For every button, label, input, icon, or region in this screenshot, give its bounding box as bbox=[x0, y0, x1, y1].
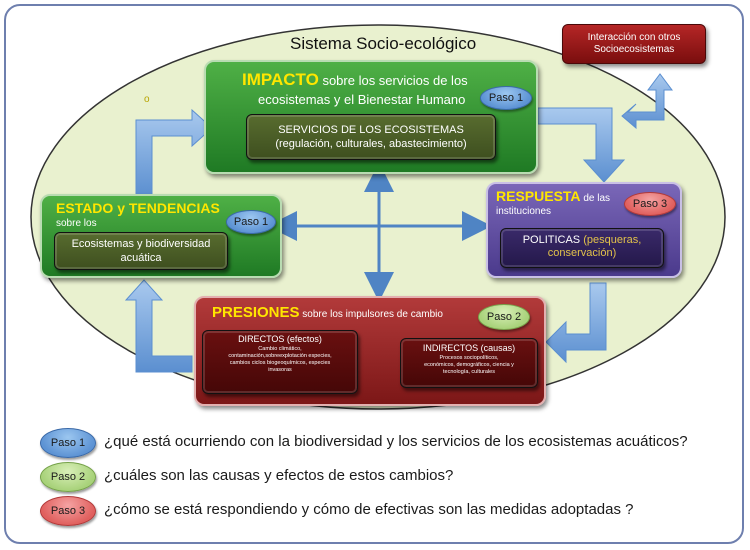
legend-badge-paso3: Paso 3 bbox=[40, 496, 96, 526]
respuesta-header: RESPUESTA de las bbox=[496, 188, 610, 204]
impacto-title: IMPACTO bbox=[242, 70, 319, 89]
impacto-header: IMPACTO sobre los servicios de los bbox=[242, 70, 468, 90]
legend-text-paso3: ¿cómo se está respondiendo y cómo de efe… bbox=[104, 501, 634, 518]
legend-text-paso2: ¿cuáles son las causas y efectos de esto… bbox=[104, 467, 454, 484]
respuesta-inner-box: POLITICAS (pesqueras, conservación) bbox=[500, 228, 664, 268]
interaction-line1: Interacción con otros bbox=[587, 32, 681, 43]
directos-title: DIRECTOS (efectos) bbox=[238, 334, 322, 344]
interaction-line2: Socioecosistemas bbox=[593, 44, 675, 55]
respuesta-inner-row1: POLITICAS (pesqueras, bbox=[501, 234, 663, 247]
respuesta-inner-main: POLITICAS bbox=[522, 234, 581, 246]
estado-inner-box: Ecosistemas y biodiversidad acuática bbox=[54, 232, 228, 270]
estado-title: ESTADO y TENDENCIAS bbox=[56, 200, 220, 216]
estado-subtitle: sobre los bbox=[56, 218, 97, 229]
impacto-badge: Paso 1 bbox=[480, 86, 532, 110]
estado-badge: Paso 1 bbox=[226, 210, 276, 234]
estado-inner-line2: acuática bbox=[120, 252, 162, 264]
indirectos-line: económicos, demográficos, ciencia y bbox=[424, 362, 514, 368]
legend-text-paso1: ¿qué está ocurriendo con la biodiversida… bbox=[104, 433, 688, 450]
arrow-presiones-to-estado bbox=[124, 279, 193, 373]
interaction-box: Interacción con otros Socioecosistemas bbox=[562, 24, 706, 64]
impacto-inner-line1: SERVICIOS DE LOS ECOSISTEMAS bbox=[278, 124, 464, 136]
presiones-subtitle: sobre los impulsores de cambio bbox=[299, 309, 443, 320]
directos-line: Cambio climático, bbox=[258, 346, 302, 352]
indirectos-title: INDIRECTOS (causas) bbox=[422, 343, 516, 353]
respuesta-inner-paren-b: conservación) bbox=[547, 247, 617, 259]
respuesta-subtitle1: de las bbox=[580, 193, 611, 204]
respuesta-box: RESPUESTA de las instituciones Paso 3 PO… bbox=[486, 182, 682, 278]
respuesta-subtitle2: instituciones bbox=[496, 206, 552, 217]
impacto-subtitle1: sobre los servicios de los bbox=[318, 73, 468, 88]
indirectos-box: INDIRECTOS (causas) Procesos sociopolíti… bbox=[400, 338, 538, 388]
impacto-subtitle2: ecosistemas y el Bienestar Humano bbox=[258, 92, 466, 107]
presiones-badge: Paso 2 bbox=[478, 304, 530, 330]
directos-line: invasoras bbox=[268, 367, 292, 373]
indirectos-line: Procesos sociopolíticos, bbox=[439, 355, 499, 361]
indirectos-line: tecnología, culturales bbox=[443, 369, 495, 375]
legend-badge-paso2: Paso 2 bbox=[40, 462, 96, 492]
presiones-box: PRESIONES sobre los impulsores de cambio… bbox=[194, 296, 546, 406]
directos-line: cambios ciclos biogeoquímicos, especies bbox=[229, 360, 331, 366]
estado-inner-line1: Ecosistemas y biodiversidad bbox=[71, 238, 211, 250]
respuesta-inner-paren-a: (pesqueras, bbox=[580, 234, 642, 246]
system-title: Sistema Socio-ecológico bbox=[290, 34, 477, 53]
impacto-inner-box: SERVICIOS DE LOS ECOSISTEMAS (regulación… bbox=[246, 114, 496, 160]
presiones-title: PRESIONES bbox=[212, 304, 300, 321]
arrow-respuesta-to-presiones bbox=[545, 282, 607, 364]
impacto-box: IMPACTO sobre los servicios de los ecosi… bbox=[204, 60, 538, 174]
respuesta-title: RESPUESTA bbox=[496, 188, 581, 204]
arrow-interaccion bbox=[621, 73, 673, 130]
small-mark: o bbox=[144, 94, 150, 105]
directos-line: contaminación,sobreexplotación especies, bbox=[228, 353, 332, 359]
impacto-inner-line2: (regulación, culturales, abastecimiento) bbox=[275, 138, 467, 150]
estado-box: ESTADO y TENDENCIAS sobre los Paso 1 Eco… bbox=[40, 194, 282, 278]
arrow-estado-to-impacto bbox=[135, 108, 213, 197]
presiones-header: PRESIONES sobre los impulsores de cambio bbox=[212, 304, 443, 321]
respuesta-badge: Paso 3 bbox=[624, 192, 676, 216]
legend-badge-paso1: Paso 1 bbox=[40, 428, 96, 458]
directos-box: DIRECTOS (efectos) Cambio climático, con… bbox=[202, 330, 358, 394]
arrow-impacto-to-respuesta bbox=[537, 107, 626, 183]
